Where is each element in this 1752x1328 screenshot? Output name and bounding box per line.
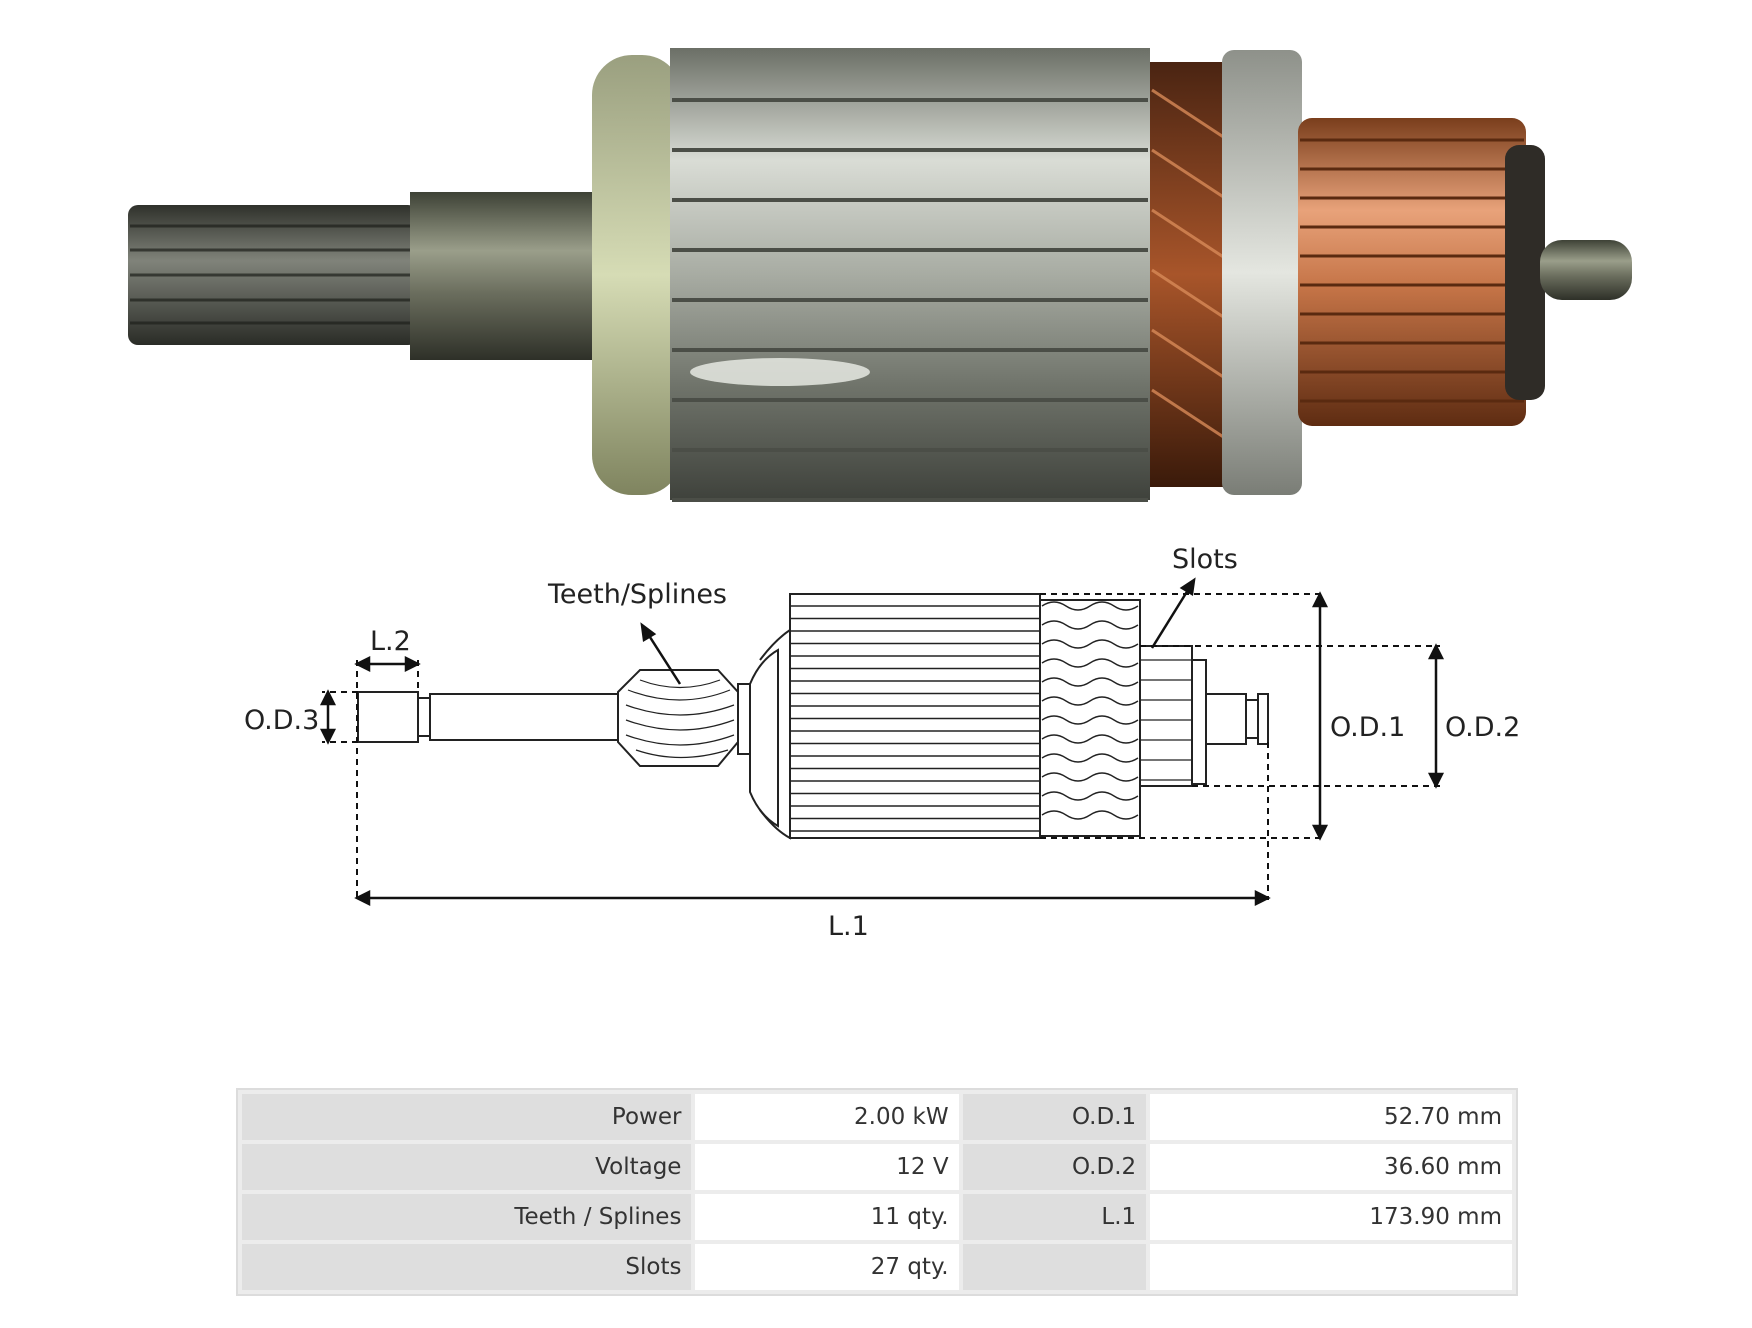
insulator-ring [592, 55, 682, 495]
binding-band [1222, 50, 1302, 495]
label-l1: L.1 [828, 911, 869, 942]
core-highlight [690, 358, 870, 386]
shaft-stub [1540, 240, 1632, 300]
shaft [410, 192, 600, 360]
label-od2: O.D.2 [1445, 712, 1520, 743]
spec-value [1150, 1244, 1512, 1290]
spec-label [962, 1244, 1147, 1290]
spec-label: Teeth / Splines [242, 1194, 692, 1240]
spec-value: 36.60 mm [1150, 1144, 1512, 1190]
label-od1: O.D.1 [1330, 712, 1405, 743]
spec-value: 11 qty. [695, 1194, 959, 1240]
spec-label: L.1 [962, 1194, 1147, 1240]
spec-value: 27 qty. [695, 1244, 959, 1290]
spec-value: 2.00 kW [695, 1094, 959, 1140]
armature-photo [128, 48, 1632, 502]
spec-label: O.D.2 [962, 1144, 1147, 1190]
spec-label: O.D.1 [962, 1094, 1147, 1140]
label-teeth-splines: Teeth/Splines [547, 579, 727, 610]
label-slots: Slots [1172, 544, 1238, 575]
spec-value: 52.70 mm [1150, 1094, 1512, 1140]
spec-value: 173.90 mm [1150, 1194, 1512, 1240]
label-l2: L.2 [370, 626, 411, 657]
spec-label: Voltage [242, 1144, 692, 1190]
commutator [1298, 118, 1526, 426]
commutator-end [1505, 145, 1545, 400]
armature-diagram: Teeth/Splines Slots L.2 O.D.3 O.D.1 O.D.… [244, 544, 1520, 942]
label-od3: O.D.3 [244, 705, 319, 736]
spec-value: 12 V [695, 1144, 959, 1190]
spec-label: Slots [242, 1244, 692, 1290]
spec-label: Power [242, 1094, 692, 1140]
lamination-core [670, 48, 1150, 500]
